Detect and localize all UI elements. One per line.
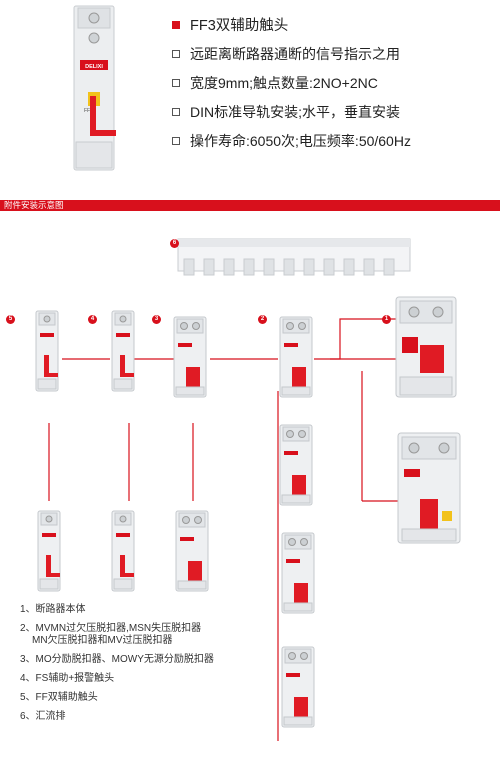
spec-item: 远距离断路器通断的信号指示之用 <box>172 39 492 68</box>
circuit-breaker <box>395 296 457 398</box>
product-image: DELIXI FF3 <box>52 4 136 172</box>
square-bullet-icon <box>172 20 180 29</box>
legend-item: 5、FF双辅助触头 <box>20 692 98 703</box>
square-bullet-icon <box>172 78 180 87</box>
legend-item: 6、汇流排 <box>20 711 66 722</box>
badge-1: 1 <box>382 315 391 324</box>
spec-list: FF3双辅助触头 远距离断路器通断的信号指示之用 宽度9mm;触点数量:2NO+… <box>172 10 492 155</box>
square-bullet-icon <box>172 49 180 58</box>
square-bullet-icon <box>172 107 180 116</box>
section-header: 附件安装示意图 <box>0 200 500 211</box>
square-bullet-icon <box>172 136 180 145</box>
badge-3: 3 <box>152 315 161 324</box>
section-title: 附件安装示意图 <box>4 200 64 210</box>
busbar <box>177 238 411 276</box>
badge-6: 6 <box>170 239 179 248</box>
legend-item: 4、FS辅助+报警触头 <box>20 673 115 684</box>
badge-4: 4 <box>88 315 97 324</box>
spec-item: FF3双辅助触头 <box>172 10 492 39</box>
badge-5: 5 <box>6 315 15 324</box>
badge-2: 2 <box>258 315 267 324</box>
legend-item: 1、断路器本体 <box>20 604 86 615</box>
svg-text:FF3: FF3 <box>84 108 93 114</box>
svg-text:DELIXI: DELIXI <box>85 64 103 70</box>
spec-item: DIN标准导轨安装;水平，垂直安装 <box>172 97 492 126</box>
diagram-graphics <box>35 238 461 741</box>
spec-item: 宽度9mm;触点数量:2NO+2NC <box>172 68 492 97</box>
installation-diagram: 6 5 4 3 2 1 1、断路器本体 2、MVMN过欠压脱扣器,MSN失压脱扣… <box>0 211 500 774</box>
spec-item: 操作寿命:6050次;电压频率:50/60Hz <box>172 126 492 155</box>
residual-current-breaker <box>397 432 461 544</box>
legend-item: 3、MO分励脱扣器、MOWY无源分励脱扣器 <box>20 654 214 665</box>
